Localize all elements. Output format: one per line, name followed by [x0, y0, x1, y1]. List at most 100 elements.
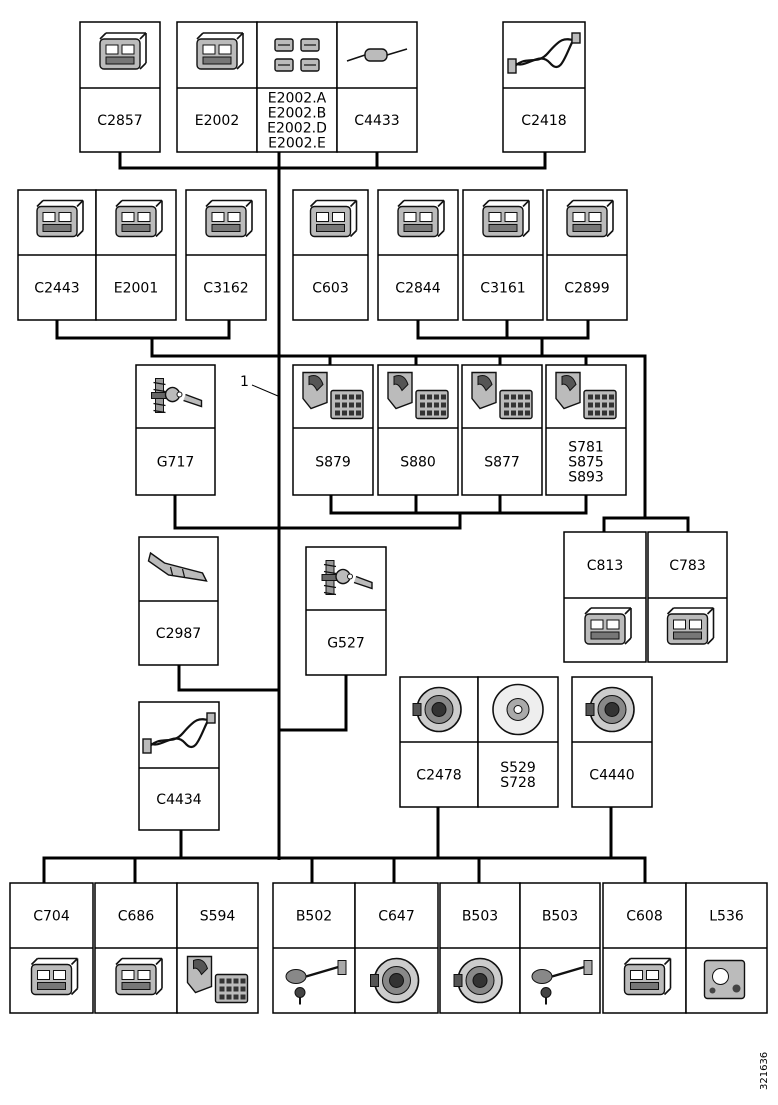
splice-connector-icon [387, 371, 449, 420]
round-connector-icon [370, 957, 420, 1004]
component-frame [305, 546, 387, 676]
connector-icon [196, 32, 244, 70]
component-c2418: C2418 [502, 21, 586, 153]
component-g717: G717 [135, 364, 216, 496]
terminal-set-icon [274, 38, 320, 72]
leader-callout: 1 [240, 374, 279, 397]
leader-label: 1 [240, 374, 249, 390]
harness-wire [177, 665, 279, 692]
component-g527: G527 [305, 546, 387, 676]
harness-wire [279, 675, 348, 732]
component-b503a: B503 [439, 882, 521, 1014]
connector-icon [36, 199, 84, 238]
component-c704: C704 [9, 882, 94, 1014]
component-c2987: C2987 [138, 536, 219, 666]
harness-wire [329, 495, 588, 515]
component-code: C2857 [97, 113, 142, 129]
component-code: C2844 [395, 281, 440, 297]
component-code: S879 [315, 455, 351, 471]
component-code: S781 [568, 440, 604, 456]
connector-icon [99, 32, 147, 70]
twisted-pair-icon [507, 32, 581, 74]
component-b502: B502 [272, 882, 356, 1014]
component-c603: C603 [292, 189, 369, 321]
twisted-pair-icon [142, 712, 216, 754]
component-s879: S879 [292, 364, 374, 496]
sensor-icon [285, 960, 347, 1005]
component-c608: C608 [602, 882, 687, 1014]
harness-wire [42, 856, 647, 883]
inline-splice-icon [346, 48, 408, 62]
figure-id: 321636 [759, 1052, 770, 1090]
connector-icon [397, 199, 445, 238]
component-code: B502 [296, 909, 332, 925]
connector-icon [309, 199, 358, 238]
component-code: G717 [157, 455, 195, 471]
splice-connector-icon [302, 371, 364, 420]
component-code: C2443 [34, 281, 79, 297]
harness-wire [602, 516, 690, 532]
component-c647: C647 [354, 882, 439, 1014]
harness-wire [416, 320, 590, 340]
component-code: C608 [626, 909, 663, 925]
component-code: C3162 [203, 281, 248, 297]
component-s594: S594 [176, 882, 259, 1014]
component-code: S880 [400, 455, 436, 471]
component-code: C4434 [156, 792, 201, 808]
connector-icon [584, 607, 632, 645]
component-frame [135, 364, 216, 496]
harness-wires [42, 152, 690, 883]
terminal-icon [147, 551, 208, 582]
component-code: E2002.D [267, 121, 327, 137]
component-code: S893 [568, 470, 604, 486]
component-code: C4440 [589, 768, 634, 784]
component-c783: C783 [647, 531, 728, 663]
component-c2899: C2899 [546, 189, 628, 321]
connector-icon [115, 957, 163, 996]
component-e2001: E2001 [95, 189, 177, 321]
harness-wire [118, 152, 547, 170]
grommet-icon [492, 683, 544, 736]
component-c813: C813 [563, 531, 647, 663]
component-s877: S877 [461, 364, 543, 496]
component-code: E2001 [114, 281, 158, 297]
ground-bolt-icon [151, 378, 203, 414]
splice-connector-icon [471, 371, 533, 420]
component-s880: S880 [377, 364, 459, 496]
component-code: E2002.E [268, 136, 326, 152]
component-code: S728 [500, 775, 536, 791]
component-code: E2002.A [268, 91, 327, 107]
component-code: G527 [327, 636, 365, 652]
connector-icon [30, 957, 79, 996]
component-c2857: C2857 [79, 21, 161, 153]
harness-wire [173, 495, 462, 530]
component-code: C813 [587, 558, 624, 574]
component-code: S594 [200, 909, 236, 925]
component-c3161: C3161 [462, 189, 544, 321]
harness-wire [55, 320, 231, 340]
component-e2002: E2002 [176, 21, 258, 153]
component-code: C2987 [156, 626, 201, 642]
connector-icon [623, 957, 672, 996]
connector-icon [482, 199, 530, 238]
component-code: B503 [542, 909, 578, 925]
component-c2844: C2844 [377, 189, 459, 321]
component-code: B503 [462, 909, 498, 925]
component-frame [336, 21, 418, 153]
component-code: C686 [118, 909, 155, 925]
component-code: C3161 [480, 281, 525, 297]
component-c2443: C2443 [17, 189, 97, 321]
component-code: S877 [484, 455, 520, 471]
component-code: S529 [500, 760, 536, 776]
connector-icon [205, 199, 253, 238]
round-connector-icon [585, 686, 635, 733]
leader-line [251, 384, 279, 397]
lamp-holder-icon [703, 959, 746, 1000]
harness-wire [150, 338, 647, 518]
ground-bolt-icon [321, 560, 373, 596]
component-l536: L536 [685, 882, 768, 1014]
